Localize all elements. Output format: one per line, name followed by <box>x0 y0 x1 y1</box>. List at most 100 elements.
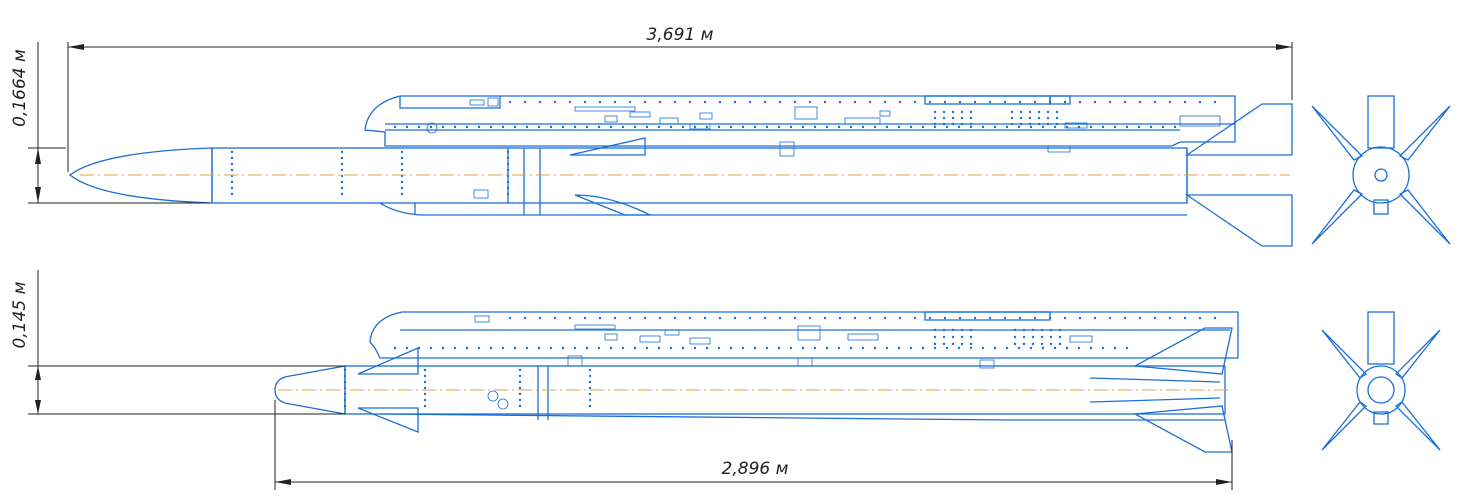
rivet-dot <box>340 192 344 196</box>
rivet-dot <box>969 125 973 129</box>
rivet-dot <box>933 116 937 120</box>
rivet-dot <box>951 342 955 346</box>
rivet-dot <box>508 316 512 320</box>
rivet-dot <box>343 392 347 396</box>
rivet-dot <box>960 335 964 339</box>
rivet-dot <box>873 346 877 350</box>
rivet-dot <box>489 346 493 350</box>
rivet-dot <box>1077 346 1081 350</box>
rivet-dot <box>1013 335 1017 339</box>
rivet-dot <box>1019 122 1023 126</box>
rivet-dot <box>477 346 481 350</box>
rivet-dot <box>1028 122 1032 126</box>
rivet-dot <box>343 374 347 378</box>
rivet-dot <box>1168 316 1172 320</box>
rivet-dot <box>933 125 937 129</box>
rivet-dot <box>518 404 522 408</box>
rivet-dot <box>801 346 805 350</box>
rivet-dot <box>1123 316 1127 320</box>
rivet-dot <box>1089 346 1093 350</box>
rivet-dot <box>993 125 997 129</box>
rivet-dot <box>465 125 469 129</box>
rivet-dot <box>717 346 721 350</box>
rivet-dot <box>849 346 853 350</box>
rivet-dot <box>1029 125 1033 129</box>
rivet-dot <box>988 100 992 104</box>
rivet-dot <box>1113 125 1117 129</box>
rivet-dot <box>1017 125 1021 129</box>
rivet-dot <box>748 100 752 104</box>
rivet-dot <box>513 346 517 350</box>
rivet-dot <box>1029 346 1033 350</box>
rivet-dot <box>489 125 493 129</box>
rivet-dot <box>400 168 404 172</box>
rivet-dot <box>951 122 955 126</box>
rivet-dot <box>861 125 865 129</box>
rivet-dot <box>441 346 445 350</box>
rivet-dot <box>613 100 617 104</box>
rivet-dot <box>633 125 637 129</box>
rivet-dot <box>561 346 565 350</box>
rivet-dot <box>969 116 973 120</box>
rivet-dot <box>718 316 722 320</box>
rivet-dot <box>1058 342 1062 346</box>
rivet-dot <box>1153 316 1157 320</box>
rivet-dot <box>837 346 841 350</box>
rivet-dot <box>393 346 397 350</box>
upper-missile-body <box>68 103 1293 247</box>
upper-length-dimension: 3,691 м <box>67 25 1293 172</box>
rivet-dot <box>230 192 234 196</box>
lower-launcher-rail <box>369 311 1239 359</box>
rivet-dot <box>343 386 347 390</box>
rivet-dot <box>597 346 601 350</box>
rivet-dot <box>1028 116 1032 120</box>
rivet-dot <box>506 150 510 154</box>
rivet-dot <box>898 316 902 320</box>
rivet-dot <box>969 122 973 126</box>
rivet-dot <box>1010 122 1014 126</box>
rivet-dot <box>921 125 925 129</box>
lower-diameter-dimension: 0,145 м <box>10 270 345 415</box>
rivet-dot <box>1049 335 1053 339</box>
rivet-dot <box>506 180 510 184</box>
rivet-dot <box>340 180 344 184</box>
rivet-dot <box>1125 346 1129 350</box>
rivet-dot <box>568 100 572 104</box>
rivet-dot <box>1138 100 1142 104</box>
rivet-dot <box>969 346 973 350</box>
rivet-dot <box>933 110 937 114</box>
rivet-dot <box>1046 122 1050 126</box>
rivet-dot <box>958 100 962 104</box>
rivet-dot <box>1013 342 1017 346</box>
rivet-dot <box>909 346 913 350</box>
rivet-dot <box>1046 116 1050 120</box>
rivet-dot <box>960 342 964 346</box>
rivet-dot <box>793 100 797 104</box>
lower-end-view <box>1321 311 1441 451</box>
rivet-dot <box>741 125 745 129</box>
rivet-dot <box>1022 328 1026 332</box>
rivet-dot <box>969 110 973 114</box>
rivet-dot <box>813 125 817 129</box>
rivet-dot <box>928 100 932 104</box>
rivet-dot <box>1183 316 1187 320</box>
rivet-dot <box>1168 100 1172 104</box>
rivet-dot <box>1077 125 1081 129</box>
rivet-dot <box>453 125 457 129</box>
rivet-dot <box>669 346 673 350</box>
rivet-dot <box>657 125 661 129</box>
rivet-dot <box>943 316 947 320</box>
rivet-dot <box>942 342 946 346</box>
rivet-dot <box>733 100 737 104</box>
rivet-dot <box>1161 125 1165 129</box>
rivet-dot <box>588 398 592 402</box>
rivet-dot <box>969 335 973 339</box>
rivet-dot <box>1093 316 1097 320</box>
rivet-dot <box>513 125 517 129</box>
rivet-dot <box>913 316 917 320</box>
rivet-dot <box>597 125 601 129</box>
rivet-dot <box>1010 116 1014 120</box>
rivet-dot <box>553 316 557 320</box>
rivet-dot <box>1213 316 1217 320</box>
upper-length-label: 3,691 м <box>647 25 714 45</box>
